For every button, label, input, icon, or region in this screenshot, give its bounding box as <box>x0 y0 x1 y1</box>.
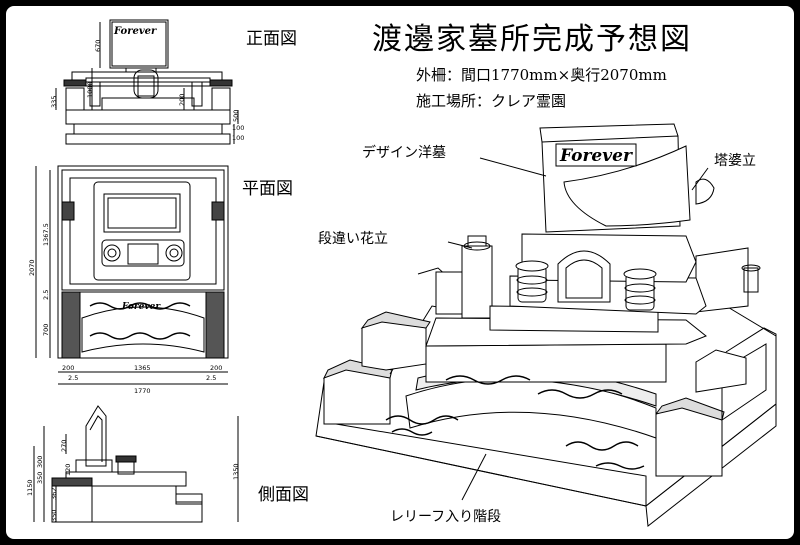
dim-front-200: 200 <box>178 93 186 106</box>
dim-plan-2070: 2070 <box>28 259 36 276</box>
dim-plan-200r: 200 <box>210 364 223 372</box>
technical-drawing <box>33 19 777 527</box>
dim-front-1000: 1000 <box>86 81 94 98</box>
callout-relief-steps: レリーフ入り階段 <box>390 509 502 525</box>
dim-plan-1365: 1365 <box>134 364 151 372</box>
callout-tiered-vase: 段違い花立 <box>318 231 388 247</box>
dim-front-100b: 100 <box>232 134 245 142</box>
dim-plan-1770: 1770 <box>134 387 151 395</box>
engraving-plan: Forever <box>122 302 161 312</box>
dim-front-100a: 100 <box>232 124 245 132</box>
front-view-drawing <box>55 19 239 145</box>
engraving-perspective: Forever <box>560 146 632 166</box>
dim-side-362: 362 <box>50 487 58 500</box>
spec-site: 施工場所：クレア霊園 <box>416 92 567 110</box>
spec-size: 外柵：間口1770mm×奥行2070mm <box>416 66 667 84</box>
plan-view-drawing <box>35 165 229 385</box>
side-view-label: 側面図 <box>258 485 309 505</box>
side-view-drawing <box>33 405 239 523</box>
dim-side-1150: 1150 <box>26 479 34 496</box>
dim-side-270: 270 <box>60 439 68 452</box>
dim-plan-200l: 200 <box>62 364 75 372</box>
dim-front-500: 500 <box>232 109 240 122</box>
callout-western-tomb: デザイン洋墓 <box>362 145 446 161</box>
engraving-front: Forever <box>114 26 157 37</box>
dim-side-300: 300 <box>36 455 44 468</box>
perspective-drawing <box>315 123 777 527</box>
dim-side-1350: 1350 <box>232 463 240 480</box>
front-view-label: 正面図 <box>246 29 297 49</box>
drawing-sheet: Forever Forever Forever 渡邊家墓所完成予想図 外柵：間口… <box>6 6 794 539</box>
dim-side-350: 350 <box>36 471 44 484</box>
callout-leaders <box>447 157 709 501</box>
dim-front-670: 670 <box>94 39 102 52</box>
callout-stupa-stand: 塔婆立 <box>714 153 756 169</box>
dim-plan-700: 700 <box>42 323 50 336</box>
dim-plan-1367: 1367.5 <box>42 223 50 246</box>
dim-plan-2-5r: 2.5 <box>206 374 217 382</box>
relief-ornament <box>89 302 645 470</box>
drawing-title: 渡邊家墓所完成予想図 <box>372 22 692 57</box>
dim-side-120: 120 <box>64 463 72 476</box>
plan-view-label: 平面図 <box>242 179 293 199</box>
dim-plan-2-5l: 2.5 <box>68 374 79 382</box>
dim-plan-2-5: 2.5 <box>42 289 50 300</box>
dim-front-335: 335 <box>50 95 58 108</box>
dim-side-350b: 350 <box>50 509 58 522</box>
